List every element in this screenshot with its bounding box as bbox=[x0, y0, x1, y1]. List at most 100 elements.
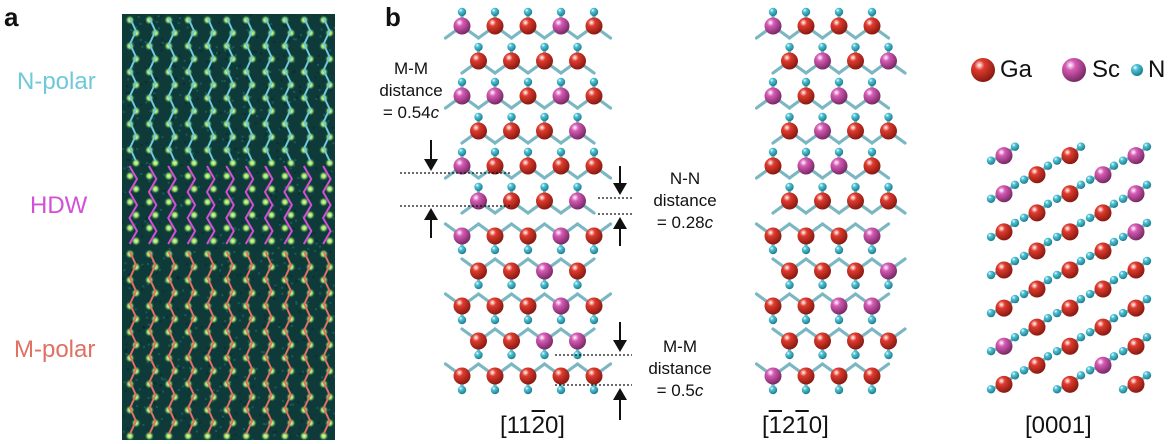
noise-speckle bbox=[283, 160, 285, 163]
ga-atom bbox=[503, 192, 520, 210]
noise-speckle bbox=[251, 277, 254, 280]
noise-speckle bbox=[317, 96, 320, 99]
ga-atom bbox=[781, 192, 798, 210]
noise-speckle bbox=[294, 171, 297, 174]
noise-speckle bbox=[144, 81, 147, 84]
noise-speckle bbox=[294, 252, 297, 255]
n-atom bbox=[986, 347, 996, 356]
n-atom bbox=[1043, 161, 1053, 170]
noise-speckle bbox=[215, 174, 218, 177]
noise-speckle bbox=[239, 400, 242, 403]
legend-n-marker bbox=[1131, 64, 1143, 76]
ga-atom bbox=[486, 17, 504, 35]
sc-atom bbox=[470, 192, 487, 210]
noise-speckle bbox=[246, 29, 249, 32]
n-atom bbox=[801, 77, 811, 87]
ga-atom bbox=[880, 192, 897, 210]
noise-speckle bbox=[280, 208, 282, 211]
noise-speckle bbox=[274, 430, 277, 433]
noise-speckle bbox=[198, 46, 201, 49]
polarity-trace bbox=[225, 251, 234, 435]
noise-speckle bbox=[206, 129, 209, 132]
noise-speckle bbox=[200, 326, 203, 329]
mm-bottom-line2: distance bbox=[648, 359, 712, 378]
atom-column-spot bbox=[318, 171, 329, 181]
sc-atom bbox=[814, 122, 831, 140]
noise-speckle bbox=[298, 190, 301, 193]
ga-atom bbox=[764, 227, 782, 245]
ga-atom bbox=[1094, 318, 1112, 336]
noise-speckle bbox=[143, 406, 146, 409]
atom-column-spot bbox=[279, 431, 290, 440]
noise-speckle bbox=[212, 389, 215, 392]
ga-atom bbox=[585, 367, 603, 385]
noise-speckle bbox=[206, 347, 209, 350]
noise-speckle bbox=[243, 105, 246, 108]
ga-atom bbox=[519, 367, 537, 385]
noise-speckle bbox=[214, 261, 217, 263]
panel-letter-b: b bbox=[385, 2, 401, 32]
noise-speckle bbox=[143, 386, 146, 389]
sc-atom bbox=[569, 192, 586, 210]
noise-speckle bbox=[142, 265, 145, 268]
noise-speckle bbox=[126, 158, 129, 161]
noise-speckle bbox=[307, 247, 310, 250]
n-atom bbox=[556, 245, 566, 255]
polarity-trace bbox=[225, 17, 234, 162]
n-atom bbox=[457, 77, 467, 87]
ga-atom bbox=[863, 17, 881, 35]
atom-column-spot bbox=[227, 158, 238, 168]
n-atom bbox=[589, 245, 599, 255]
noise-speckle bbox=[160, 373, 163, 376]
n-atom bbox=[851, 42, 860, 52]
noise-speckle bbox=[283, 262, 286, 265]
noise-speckle bbox=[264, 317, 267, 320]
noise-speckle bbox=[219, 112, 222, 114]
polarity-trace bbox=[283, 165, 293, 245]
noise-speckle bbox=[201, 125, 204, 128]
noise-speckle bbox=[128, 159, 131, 162]
ga-atom bbox=[1127, 375, 1145, 393]
noise-speckle bbox=[179, 340, 182, 343]
noise-speckle bbox=[227, 260, 230, 263]
noise-speckle bbox=[155, 20, 158, 23]
noise-speckle bbox=[160, 208, 162, 211]
atom-column-spot bbox=[125, 223, 135, 233]
n-atom bbox=[1010, 256, 1020, 266]
noise-speckle bbox=[238, 64, 241, 67]
n-atom bbox=[1010, 333, 1020, 342]
noise-speckle bbox=[226, 53, 229, 56]
noise-speckle bbox=[131, 158, 134, 160]
noise-speckle bbox=[181, 412, 184, 415]
noise-speckle bbox=[158, 27, 160, 30]
sc-atom bbox=[1127, 185, 1145, 203]
noise-speckle bbox=[192, 152, 194, 155]
noise-speckle bbox=[254, 377, 256, 380]
nn-down-arrow-head bbox=[613, 183, 627, 195]
ga-atom bbox=[486, 367, 504, 385]
noise-speckle bbox=[304, 401, 307, 404]
noise-speckle bbox=[179, 203, 182, 206]
noise-speckle bbox=[236, 77, 239, 80]
noise-speckle bbox=[278, 223, 281, 226]
noise-speckle bbox=[314, 76, 317, 79]
n-atom bbox=[1076, 180, 1086, 189]
atom-column-spot bbox=[221, 223, 232, 233]
n-atom bbox=[1019, 213, 1029, 223]
n-atom bbox=[801, 385, 811, 395]
noise-speckle bbox=[317, 55, 320, 58]
noise-speckle bbox=[204, 110, 207, 113]
noise-speckle bbox=[294, 210, 297, 213]
sc-atom bbox=[552, 297, 570, 315]
sc-atom bbox=[486, 87, 504, 105]
noise-speckle bbox=[182, 14, 185, 16]
noise-speckle bbox=[154, 97, 157, 100]
sc-atom bbox=[453, 17, 471, 35]
atom-column-spot bbox=[241, 223, 252, 233]
noise-speckle bbox=[189, 287, 192, 290]
noise-speckle bbox=[150, 139, 153, 142]
noise-speckle bbox=[299, 91, 302, 94]
noise-speckle bbox=[241, 221, 244, 224]
ga-atom bbox=[1028, 204, 1046, 222]
noise-speckle bbox=[186, 263, 189, 266]
